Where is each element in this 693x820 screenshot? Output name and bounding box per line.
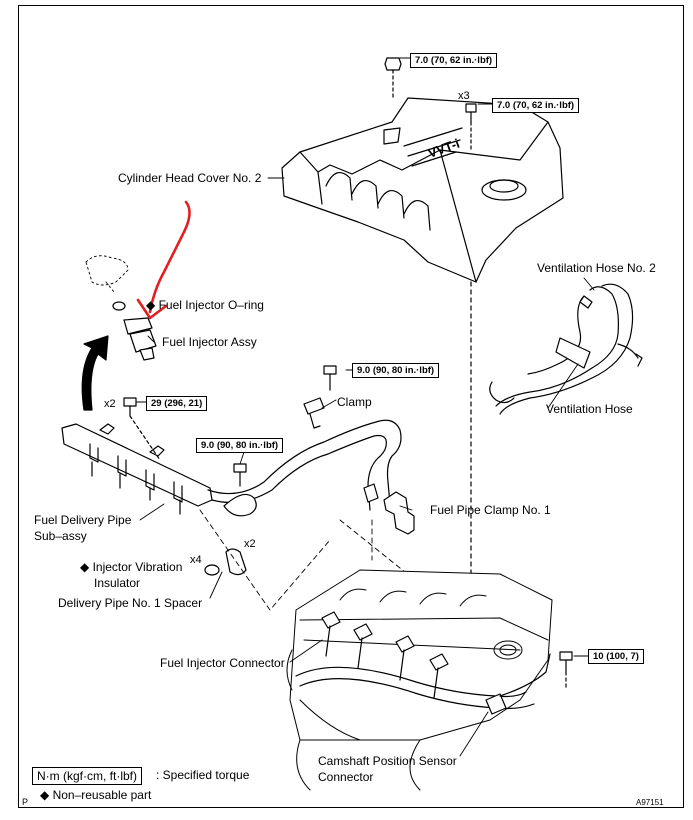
label-fuel-injector-oring: ◆ Fuel Injector O–ring: [146, 298, 264, 312]
nonreusable-mark: ◆: [40, 788, 50, 802]
red-annotation-arrowhead: [136, 298, 168, 320]
torque-spec-cover-bolt: 7.0 (70, 62 in.·lbf): [492, 98, 580, 113]
label-ventilation-hose-2: Ventilation Hose No. 2: [537, 261, 656, 275]
injector-bracket-sketch: [85, 255, 129, 293]
label-camshaft-sensor-line2: Connector: [318, 770, 374, 784]
cover-bolt-small: [465, 103, 477, 151]
label-ventilation-hose: Ventilation Hose: [546, 402, 633, 416]
removal-arrow: [81, 335, 109, 411]
quantity-pipe-bolts: x2: [104, 398, 116, 410]
legend-nonreusable-text: Non–reusable part: [52, 788, 152, 802]
label-camshaft-sensor-line1: Camshaft Position Sensor: [318, 754, 457, 768]
clamp-bolt: [323, 365, 337, 391]
label-delivery-pipe-spacer: Delivery Pipe No. 1 Spacer: [58, 596, 203, 610]
label-fuel-delivery-pipe-line1: Fuel Delivery Pipe: [34, 513, 132, 527]
quantity-cover-bolts: x3: [458, 90, 470, 102]
fuel-injector-shape: [123, 317, 157, 361]
ventilation-hose-shape: [489, 283, 643, 415]
torque-spec-pipe-clamp-bolt: 9.0 (90, 80 in.·lbf): [196, 438, 284, 453]
legend-torque-unit-box: N·m (kgf·cm, ft·lbf): [32, 767, 142, 785]
torque-spec-pipe-bolt: 29 (296, 21): [146, 396, 208, 411]
cover-bolt-large: [384, 57, 402, 101]
quantity-spacers: x2: [244, 538, 256, 550]
phantom-lines: [199, 509, 431, 611]
label-clamp: Clamp: [337, 395, 372, 409]
leader-lines: [135, 57, 595, 757]
diagram-frame: [18, 5, 684, 808]
pipe-bolt-middle: [233, 463, 247, 487]
cylinder-head-cover-shape: [281, 97, 564, 283]
insulator-shape: [204, 564, 220, 576]
quantity-insulators: x4: [190, 554, 202, 566]
label-fuel-delivery-pipe-line2: Sub–assy: [34, 529, 87, 543]
label-fuel-injector-oring-text: Fuel Injector O–ring: [158, 298, 264, 312]
fuel-pipe-clamp-shape: [383, 491, 415, 535]
legend-torque-description: : Specified torque: [156, 768, 250, 782]
label-injector-vibration-insulator-line1: ◆ Injector Vibration: [80, 560, 182, 574]
label-fuel-injector-connector: Fuel Injector Connector: [160, 656, 285, 670]
figure-code: A97151: [636, 798, 664, 807]
label-injector-vibration-insulator-line2: Insulator: [94, 576, 141, 590]
nonreusable-mark: ◆: [146, 298, 156, 312]
engine-head-shape: [286, 569, 553, 791]
injector-connector-shape: [295, 611, 551, 715]
oring-shape: [112, 301, 126, 311]
red-annotation-stroke: [148, 200, 191, 314]
label-fuel-pipe-clamp: Fuel Pipe Clamp No. 1: [430, 503, 551, 517]
nonreusable-mark: ◆: [80, 560, 90, 574]
corner-mark-left: P: [22, 797, 29, 807]
sensor-bolt: [559, 651, 573, 691]
legend-nonreusable: ◆ Non–reusable part: [40, 788, 151, 802]
fuel-delivery-pipe-shape: [61, 423, 213, 515]
fuel-pipe-shape: [207, 397, 402, 517]
pipe-bolt-left: [123, 397, 161, 461]
label-cylinder-head-cover: Cylinder Head Cover No. 2: [118, 171, 262, 185]
torque-spec-clamp-bolt: 9.0 (90, 80 in.·lbf): [352, 363, 440, 378]
label-injector-vibration-text: Injector Vibration: [92, 560, 183, 574]
label-fuel-injector-assy: Fuel Injector Assy: [162, 335, 257, 349]
torque-spec-sensor-bolt: 10 (100, 7): [588, 649, 644, 664]
torque-spec-cover-nut: 7.0 (70, 62 in.·lbf): [410, 53, 498, 68]
